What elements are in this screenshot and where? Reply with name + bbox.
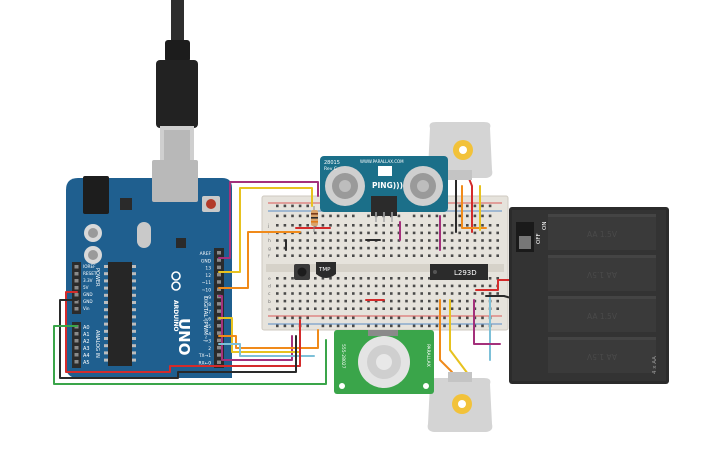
arduino-brand-label: ARDUINO [172, 300, 179, 331]
analog-pin-label: A4 [83, 353, 90, 359]
wire-red-3[interactable] [475, 279, 519, 291]
breadboard-row-letter: c [268, 292, 271, 297]
digital-pin-label: ~3 [205, 339, 212, 345]
digital-pwm-label: DIGITAL (PWM~) [202, 296, 208, 342]
arduino-model-label: UNO [175, 318, 193, 356]
wire-black-1[interactable] [59, 299, 297, 379]
digital-pin-label: TX→1 [198, 353, 211, 359]
ping-rev-label: Rev C [324, 166, 337, 172]
analog-in-label: ANALOG IN [94, 330, 100, 358]
digital-header[interactable] [214, 248, 224, 368]
digital-pin-label: 12 [205, 273, 211, 279]
analog-pin-label: A0 [83, 325, 90, 331]
push-button[interactable] [294, 264, 310, 280]
battery-cell [548, 296, 656, 332]
pir-part-label: 555-28027 [340, 344, 346, 369]
digital-pin-label: RX←0 [198, 361, 211, 367]
digital-pin-label: ~6 [205, 317, 212, 323]
power-pin-label: 5V [83, 285, 89, 290]
wire-red-1[interactable] [65, 291, 301, 373]
wire-orange-1[interactable] [218, 231, 301, 289]
digital-pin-label: 4 [208, 331, 211, 337]
wire-orange-3[interactable] [461, 185, 487, 229]
analog-pin-label: A5 [83, 360, 90, 366]
pir-brand-label: PARALLAX [425, 344, 431, 367]
digital-pin-label: ~5 [205, 324, 212, 330]
digital-pin-label: ~10 [202, 288, 211, 294]
battery-cell-label: AA 1.5V [586, 270, 617, 279]
arduino-uno-board[interactable]: ARDUINO UNO DIGITAL (PWM~) POWER ANALOG … [66, 160, 232, 378]
breadboard-row-letter: b [268, 299, 271, 305]
power-pin-label: GND [83, 299, 93, 304]
digital-pin-label: 2 [208, 346, 211, 352]
digital-pin-label: 13 [205, 266, 211, 272]
battery-pack[interactable]: AA 1.5V AA 1.5V AA 1.5V AA 1.5V OFF ON 4 x … [509, 207, 669, 384]
wire-purple-3[interactable] [473, 299, 501, 345]
pir-motion-sensor[interactable]: 555-28027 PARALLAX [334, 330, 434, 394]
resistor[interactable] [311, 206, 318, 232]
battery-pack-label: 4 x AA [652, 356, 658, 374]
usb-jack [152, 160, 198, 202]
arduino-logo [171, 271, 181, 291]
power-pin-label: 3.3V [83, 278, 93, 283]
digital-pin-label: ~11 [202, 280, 211, 286]
wires[interactable] [53, 175, 519, 385]
battery-cell [548, 337, 656, 373]
breadboard-row-letter: f [268, 253, 270, 259]
battery-cell [548, 255, 656, 291]
power-label: POWER [94, 268, 100, 287]
power-pin-label: IOREF [83, 264, 96, 269]
analog-pin-label: A1 [83, 332, 90, 338]
wire-orange-4[interactable] [439, 299, 453, 373]
battery-cell-label: AA 1.5V [586, 352, 617, 361]
ping-name-label: PING))) [372, 181, 403, 190]
breadboard-row-letter: e [268, 277, 271, 282]
breadboard-row-letter: d [268, 284, 271, 290]
battery-cell-label: AA 1.5V [587, 312, 618, 321]
battery-switch-on: ON [542, 222, 548, 230]
breadboard-row-letter: j [267, 223, 269, 229]
ping-ultrasonic-sensor[interactable]: 28015 Rev C WWW.PARALLAX.COM PING))) [320, 156, 448, 222]
atmega-chip [108, 262, 132, 366]
analog-header[interactable] [72, 322, 81, 368]
temperature-sensor[interactable]: TMP [316, 262, 336, 278]
dc-motor-bottom[interactable] [427, 372, 493, 432]
power-pin-label: RESET [83, 271, 97, 276]
ping-url-label: WWW.PARALLAX.COM [360, 159, 404, 164]
battery-cell-label: AA 1.5V [587, 230, 618, 239]
breadboard-row-letter: i [268, 231, 269, 237]
breadboard-row-letter: h [268, 238, 271, 244]
usb-cable [156, 0, 198, 166]
power-pin-label: GND [83, 292, 93, 297]
power-pin-label: Vin [83, 306, 90, 311]
digital-pin-label: 7 [208, 309, 211, 315]
analog-pin-label: A3 [83, 346, 90, 352]
driver-chip-label: L293D [454, 269, 477, 277]
tmp-label: TMP [318, 267, 331, 273]
breadboard-row-letter: a [268, 307, 271, 312]
ping-part-label: 28015 [324, 160, 340, 166]
battery-cell [548, 214, 656, 250]
digital-pin-label: ~9 [205, 295, 212, 301]
wire-lightblue-1[interactable] [218, 343, 315, 357]
digital-pin-label: GND [201, 258, 212, 264]
wire-orange-2[interactable] [218, 329, 319, 349]
wire-yellow-4[interactable] [449, 299, 469, 375]
wire-green-1[interactable] [53, 325, 327, 385]
wire-yellow-1[interactable] [218, 187, 313, 273]
battery-switch-off: OFF [536, 233, 542, 244]
crystal-oscillator [137, 222, 151, 248]
digital-pin-label: 8 [208, 302, 211, 308]
analog-pin-label: A2 [83, 339, 90, 345]
power-jack [83, 176, 109, 214]
motor-driver-chip[interactable]: L293D [430, 264, 488, 280]
breadboard-row-letter: g [268, 247, 271, 252]
wire-purple-1[interactable] [218, 181, 319, 259]
digital-pin-label: AREF [200, 251, 212, 257]
